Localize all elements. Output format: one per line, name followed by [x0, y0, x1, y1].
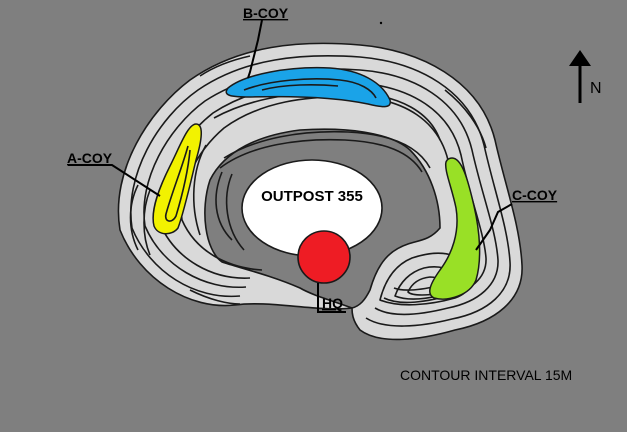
north-label: N [590, 80, 602, 97]
b-coy-position[interactable] [225, 66, 392, 108]
north-arrow-icon: N [569, 50, 602, 103]
contour-interval-note: CONTOUR INTERVAL 15M [400, 367, 572, 383]
a-coy-label: A-COY [67, 150, 113, 166]
outpost-label: OUTPOST 355 [261, 188, 363, 205]
b-coy-label: B-COY [243, 5, 289, 21]
leader-lines [68, 19, 513, 313]
c-coy-label: C-COY [512, 187, 558, 203]
c-coy-position[interactable] [429, 157, 481, 300]
hq-marker[interactable] [297, 230, 351, 284]
hq-label: HQ [322, 295, 343, 311]
map-dot [379, 21, 383, 25]
contour-lines [129, 55, 511, 327]
